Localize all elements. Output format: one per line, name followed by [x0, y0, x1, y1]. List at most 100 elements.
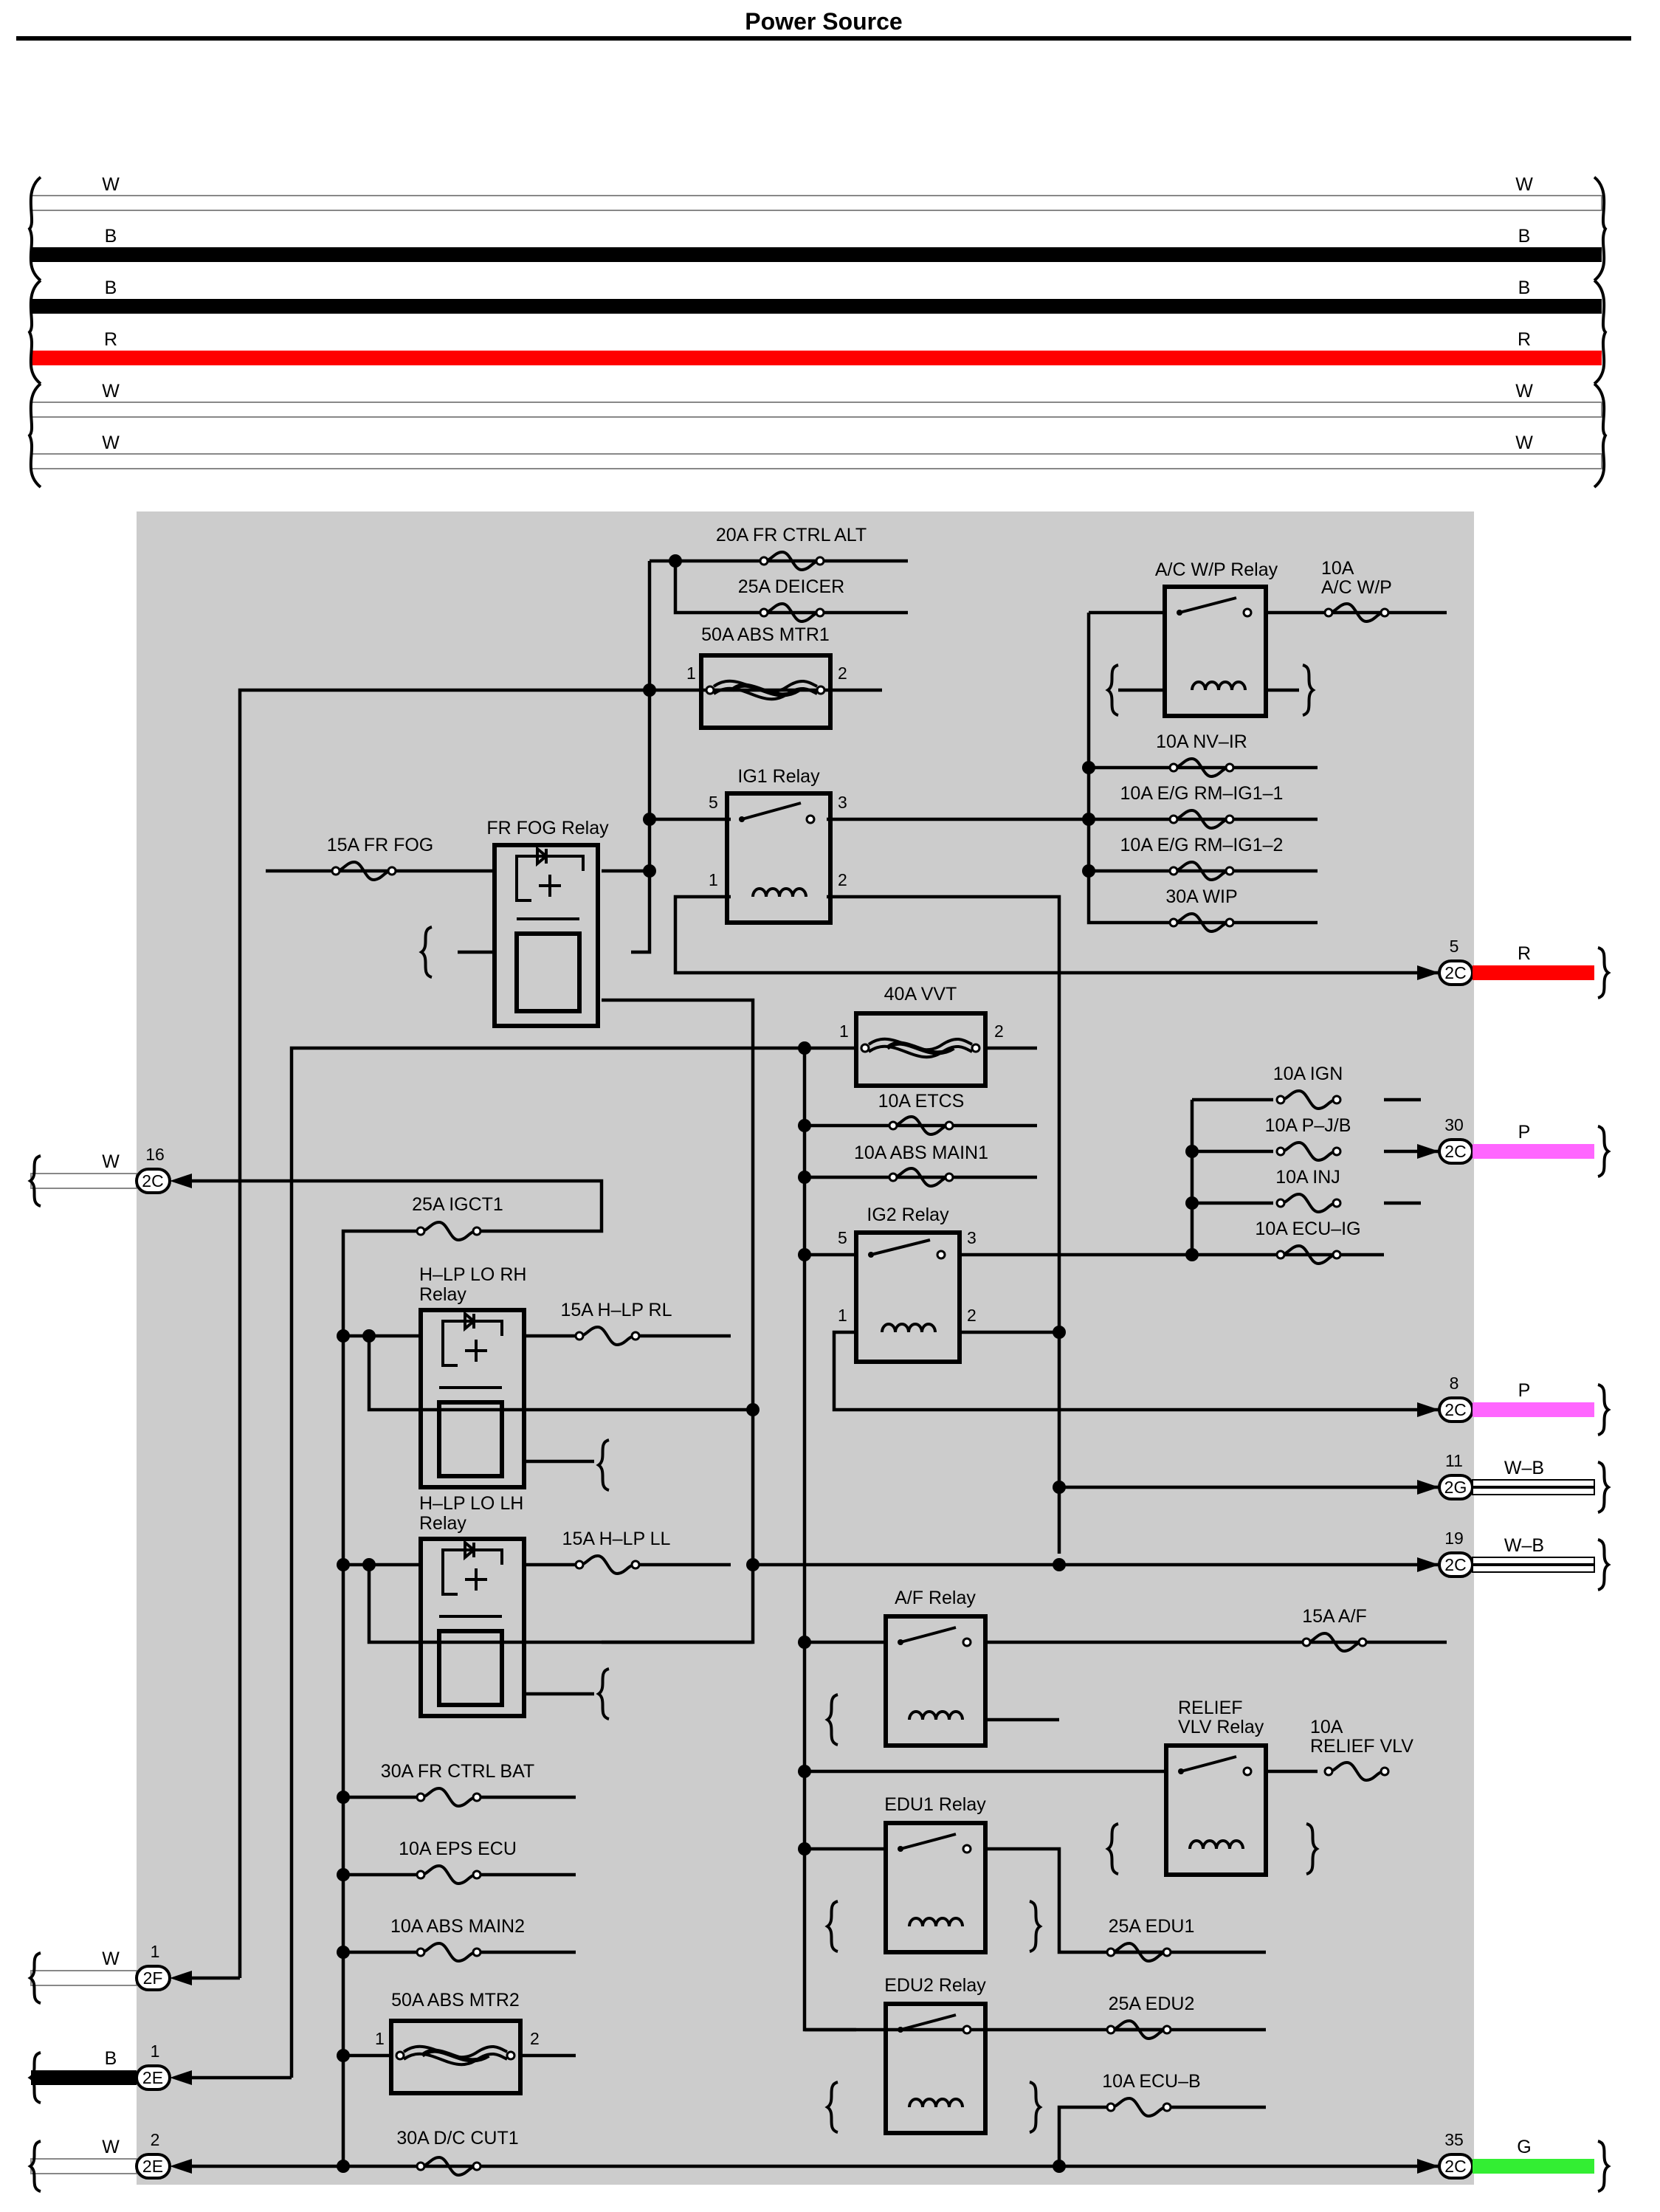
svg-text:B: B — [1518, 278, 1531, 298]
fuse-10a-ign: 10A IGN — [1273, 1064, 1343, 1110]
svg-text:2: 2 — [838, 870, 847, 889]
svg-text:RELIEF: RELIEF — [1178, 1698, 1243, 1718]
svg-text:3: 3 — [838, 793, 847, 812]
svg-text:W: W — [102, 1949, 120, 1969]
svg-text:2E: 2E — [142, 2068, 163, 2087]
connector-2c-16: 2C 16 W — [29, 1145, 192, 1207]
connector-2f-1: 2F 1 W — [29, 1942, 192, 2005]
svg-text:W: W — [1515, 174, 1533, 195]
svg-text:R: R — [1518, 329, 1531, 350]
svg-text:A/C W/P: A/C W/P — [1321, 577, 1392, 598]
svg-text:50A ABS MTR2: 50A ABS MTR2 — [391, 1990, 520, 2011]
svg-text:RELIEF VLV: RELIEF VLV — [1310, 1736, 1413, 1757]
svg-text:3: 3 — [967, 1228, 977, 1247]
svg-text:P: P — [1518, 1380, 1531, 1401]
fuse-10a-abs-main2: 10A ABS MAIN2 — [390, 1916, 525, 1963]
fuse-10a-ecu-ig: 10A ECU–IG — [1255, 1219, 1361, 1265]
svg-text:2C: 2C — [1444, 963, 1466, 982]
connector-2c-35: 2C 35 G — [1417, 2130, 1610, 2193]
svg-text:10A ABS MAIN1: 10A ABS MAIN1 — [854, 1143, 988, 1163]
svg-text:W: W — [1515, 381, 1533, 402]
fuse-10a-eg-rm-ig1-1: 10A E/G RM–IG1–1 — [1120, 783, 1284, 830]
svg-text:11: 11 — [1445, 1451, 1463, 1470]
svg-text:10A ETCS: 10A ETCS — [878, 1091, 965, 1112]
fuse-10a-p-jb: 10A P–J/B — [1265, 1115, 1351, 1162]
svg-text:2: 2 — [967, 1306, 977, 1325]
svg-text:5: 5 — [709, 793, 718, 812]
relay-edu2: EDU2 Relay — [826, 1975, 1041, 2135]
svg-text:1: 1 — [375, 2029, 385, 2048]
relay-relief-vlv: RELIEF VLV Relay — [1106, 1698, 1318, 1877]
svg-text:15A A/F: 15A A/F — [1302, 1606, 1367, 1627]
relay-fr-fog: FR FOG Relay — [420, 818, 609, 1028]
svg-text:R: R — [104, 329, 117, 350]
svg-text:1: 1 — [151, 2042, 160, 2061]
svg-text:25A EDU2: 25A EDU2 — [1109, 1994, 1195, 2014]
svg-text:1: 1 — [839, 1021, 849, 1041]
fuse-50a-abs-mtr1: 50A ABS MTR1 1 2 — [686, 624, 847, 730]
relay-ig2: IG2 Relay 5 3 1 2 — [838, 1205, 977, 1364]
svg-text:2C: 2C — [1444, 1555, 1466, 1574]
connector-2e-1: 2E 1 B — [29, 2042, 192, 2104]
svg-text:15A H–LP RL: 15A H–LP RL — [560, 1300, 672, 1320]
svg-text:EDU2 Relay: EDU2 Relay — [884, 1975, 986, 1996]
svg-text:30A FR CTRL BAT: 30A FR CTRL BAT — [381, 1761, 534, 1782]
junction-dots — [337, 554, 1199, 2173]
page-title: Power Source — [745, 8, 902, 35]
svg-text:10A: 10A — [1310, 1717, 1343, 1737]
relay-ig1: IG1 Relay 5 3 1 2 — [709, 766, 847, 925]
relay-h-lp-lo-lh: H–LP LO LH Relay — [419, 1493, 610, 1720]
connector-2c-30: 2C 30 P — [1417, 1115, 1610, 1178]
svg-text:5: 5 — [1450, 937, 1459, 956]
svg-text:IG2 Relay: IG2 Relay — [867, 1205, 949, 1225]
bus-wire-b-1: B B — [31, 226, 1602, 262]
svg-text:8: 8 — [1450, 1374, 1459, 1393]
svg-text:G: G — [1517, 2137, 1531, 2157]
svg-text:25A DEICER: 25A DEICER — [738, 576, 845, 597]
fuse-10a-eg-rm-ig1-2: 10A E/G RM–IG1–2 — [1120, 835, 1283, 881]
svg-text:1: 1 — [686, 664, 696, 683]
svg-text:25A EDU1: 25A EDU1 — [1109, 1916, 1195, 1937]
svg-text:10A P–J/B: 10A P–J/B — [1265, 1115, 1351, 1136]
fuse-25a-edu2: 25A EDU2 — [1106, 1994, 1195, 2040]
fuse-40a-vvt: 40A VVT 1 2 — [839, 984, 1004, 1088]
wire-bus: W W B B B B R R W W W W — [27, 174, 1608, 489]
fuse-10a-relief-vlv: 10A RELIEF VLV — [1310, 1717, 1413, 1782]
fuse-15a-fr-fog: 15A FR FOG — [327, 835, 433, 881]
svg-text:2C: 2C — [1444, 1400, 1466, 1419]
svg-text:W: W — [102, 1151, 120, 1172]
svg-text:B: B — [1518, 226, 1531, 247]
svg-text:15A FR FOG: 15A FR FOG — [327, 835, 433, 855]
svg-text:30: 30 — [1444, 1115, 1464, 1134]
connector-2g-11: 2G 11 W–B — [1417, 1451, 1610, 1514]
svg-text:2: 2 — [151, 2130, 160, 2149]
bus-wire-w-1: W W — [30, 174, 1602, 211]
bus-wire-w-2: W W — [30, 381, 1602, 418]
bus-wire-w-3: W W — [30, 433, 1602, 469]
svg-text:B: B — [105, 278, 117, 298]
relay-af: A/F Relay — [826, 1588, 988, 1748]
svg-text:1: 1 — [838, 1306, 847, 1325]
svg-text:10A E/G RM–IG1–1: 10A E/G RM–IG1–1 — [1120, 783, 1284, 804]
svg-text:B: B — [105, 226, 117, 247]
svg-text:20A FR CTRL ALT: 20A FR CTRL ALT — [716, 525, 867, 545]
svg-text:2G: 2G — [1444, 1478, 1467, 1497]
svg-text:2E: 2E — [142, 2157, 163, 2176]
fuse-15a-h-lp-rl: 15A H–LP RL — [560, 1300, 672, 1346]
svg-text:2F: 2F — [143, 1968, 163, 1988]
fuse-10a-abs-main1: 10A ABS MAIN1 — [854, 1143, 988, 1188]
svg-text:H–LP LO RH: H–LP LO RH — [419, 1264, 526, 1285]
fuse-10a-ac-wp: 10A A/C W/P — [1321, 558, 1392, 623]
svg-text:5: 5 — [838, 1228, 847, 1247]
svg-text:A/F Relay: A/F Relay — [895, 1588, 976, 1608]
fuse-50a-abs-mtr2: 50A ABS MTR2 1 2 — [375, 1990, 540, 2095]
svg-text:W–B: W–B — [1504, 1535, 1544, 1556]
relay-edu1: EDU1 Relay — [826, 1794, 1041, 1954]
fuse-15a-h-lp-ll: 15A H–LP LL — [562, 1529, 671, 1575]
fuse-10a-nv-ir: 10A NV–IR — [1156, 731, 1247, 778]
svg-text:16: 16 — [145, 1145, 165, 1164]
fuse-30a-wip: 30A WIP — [1165, 886, 1238, 933]
connector-2e-2: 2E 2 W — [29, 2130, 192, 2193]
svg-text:10A ECU–IG: 10A ECU–IG — [1255, 1219, 1360, 1239]
bus-wire-r: R R — [31, 329, 1602, 365]
